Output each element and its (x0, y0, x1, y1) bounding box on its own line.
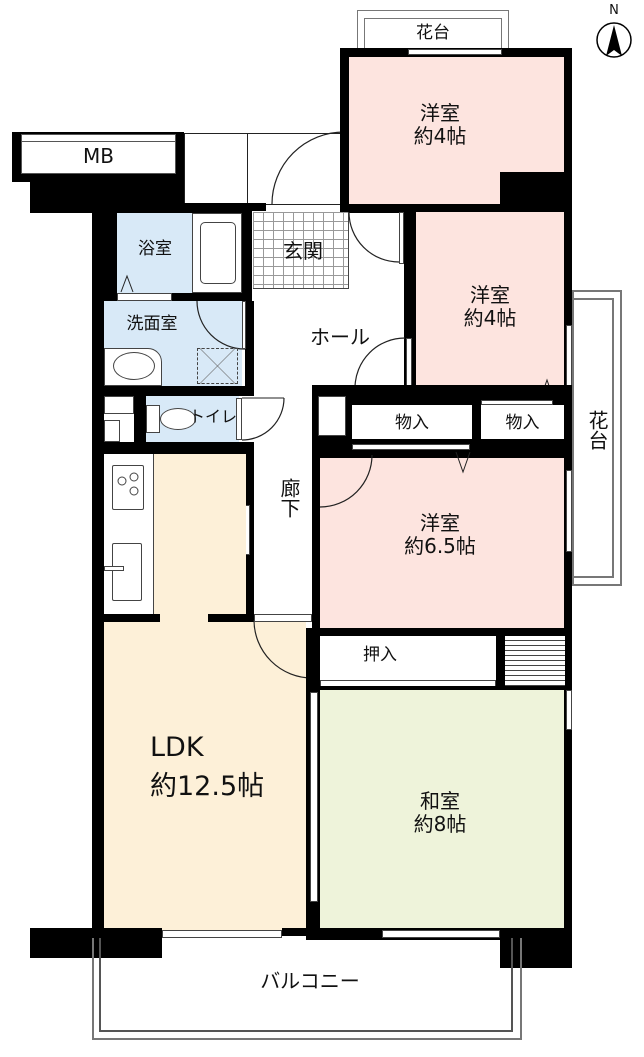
storage-left-door (352, 444, 470, 450)
storage-right (481, 405, 564, 439)
balcony-label: バルコニー (260, 969, 360, 993)
toilet-wall-left (134, 396, 146, 442)
western-room-3-size: 約6.5帖 (404, 534, 476, 558)
washroom-wall-bottom (92, 386, 254, 396)
wall-left (92, 205, 104, 940)
japanese-room (320, 690, 564, 928)
storage-left-label: 物入 (395, 413, 429, 433)
toilet-label: トイレ (188, 407, 237, 426)
storage-right-door (481, 400, 553, 405)
japanese-room-label: 和室 約8帖 (380, 790, 500, 836)
washbasin-bowl (113, 352, 155, 380)
room1-door-swing (348, 211, 400, 263)
corridor-label: 廊下 (277, 478, 301, 518)
toilet-door-jamb (236, 398, 242, 440)
bath-door-opening (117, 293, 172, 301)
balcony (92, 938, 522, 1040)
pipe-space-1 (104, 396, 134, 414)
kitchen-partition-left (92, 614, 160, 622)
washroom-door-jamb (242, 301, 246, 349)
compass: N (596, 3, 632, 60)
western-room-3-name: 洋室 (420, 511, 460, 535)
entry-alcove-left (184, 133, 248, 205)
pipe-space-2 (104, 420, 120, 442)
entrance-door-swing (271, 131, 345, 205)
ldk-main (104, 620, 306, 930)
ldk (154, 454, 246, 620)
room3-closet-arrow-icon (455, 451, 471, 474)
western-room-1-name: 洋室 (420, 101, 460, 125)
toilet-bowl (160, 408, 196, 430)
japanese-room-size: 約8帖 (413, 812, 467, 836)
western-room-1-label: 洋室 約4帖 (380, 102, 500, 148)
balcony-inner (99, 938, 513, 1032)
wall-bath-top (92, 203, 252, 213)
ldk-window (162, 930, 282, 938)
ldk-label: LDK 約12.5帖 (150, 728, 264, 806)
western-room-3-label: 洋室 約6.5帖 (380, 512, 500, 558)
ldk-door-swing (253, 619, 313, 679)
japanese-sliding-doors (310, 692, 318, 902)
ldk-name: LDK (150, 732, 204, 763)
corridor-closet (318, 396, 346, 436)
flower-box-right (572, 290, 622, 586)
japanese-room-name: 和室 (420, 789, 460, 813)
bath-wall-left (104, 213, 117, 293)
room1-window (408, 49, 502, 55)
entrance-label: 玄関 (283, 239, 323, 263)
bath (117, 213, 192, 293)
western-room-2 (416, 212, 564, 397)
closet (320, 636, 496, 680)
hall-label: ホール (310, 325, 370, 349)
ldk-door-jamb (254, 614, 312, 622)
bath-wall-right (242, 210, 252, 300)
bath-wall-bottom (104, 293, 252, 301)
corridor-wall-left (246, 450, 254, 620)
entry-alcove-right (247, 133, 347, 205)
bath-label: 浴室 (138, 239, 172, 259)
washroom-wall-right (245, 301, 254, 396)
washing-machine-space (197, 348, 238, 384)
bathtub-inner (200, 222, 236, 284)
ldk-size: 約12.5帖 (150, 771, 265, 803)
storage-right-label: 物入 (505, 413, 540, 433)
western-room-2-size: 約4帖 (463, 306, 517, 330)
mb-label: MB (83, 144, 114, 168)
flower-box-top-label: 花台 (416, 23, 450, 43)
wall-bottom-mid (282, 928, 382, 936)
toilet-tank (146, 405, 160, 433)
room2-door-swing (354, 337, 406, 389)
kitchen-sink (112, 543, 142, 601)
toilet-door-swing (241, 397, 285, 441)
entrance (253, 212, 349, 289)
room3-window (566, 470, 572, 552)
wall-bottom-left (30, 928, 162, 958)
storage-left (352, 405, 472, 439)
room1-door-jamb (399, 212, 404, 264)
mb-box-line (21, 141, 176, 142)
room3-door-swing (319, 454, 373, 508)
washroom-label: 洗面室 (126, 314, 178, 334)
kitchen-partition-right (208, 614, 254, 622)
bath-door-arrow-icon (120, 274, 134, 293)
western-room-3 (320, 458, 564, 628)
stove (112, 465, 144, 510)
western-room-1-size: 約4帖 (413, 124, 467, 148)
kitchen-faucet (104, 566, 124, 571)
japanese-window-right (566, 690, 572, 730)
japanese-window (382, 930, 500, 938)
wall-genkan-top (248, 203, 266, 211)
pipe-shaft (505, 636, 565, 688)
stove-burners-icon (117, 472, 139, 496)
mb-box (21, 134, 176, 174)
flower-box-right-inner (572, 298, 614, 578)
western-room-2-name: 洋室 (470, 283, 510, 307)
western-room-2-label: 洋室 約4帖 (430, 284, 550, 330)
flower-box-right-label: 花台 (585, 410, 609, 450)
closet-label: 押入 (363, 645, 397, 665)
north-arrow-icon (596, 22, 632, 58)
toilet-wall-bottom (92, 442, 254, 454)
compass-north-label: N (609, 3, 619, 18)
